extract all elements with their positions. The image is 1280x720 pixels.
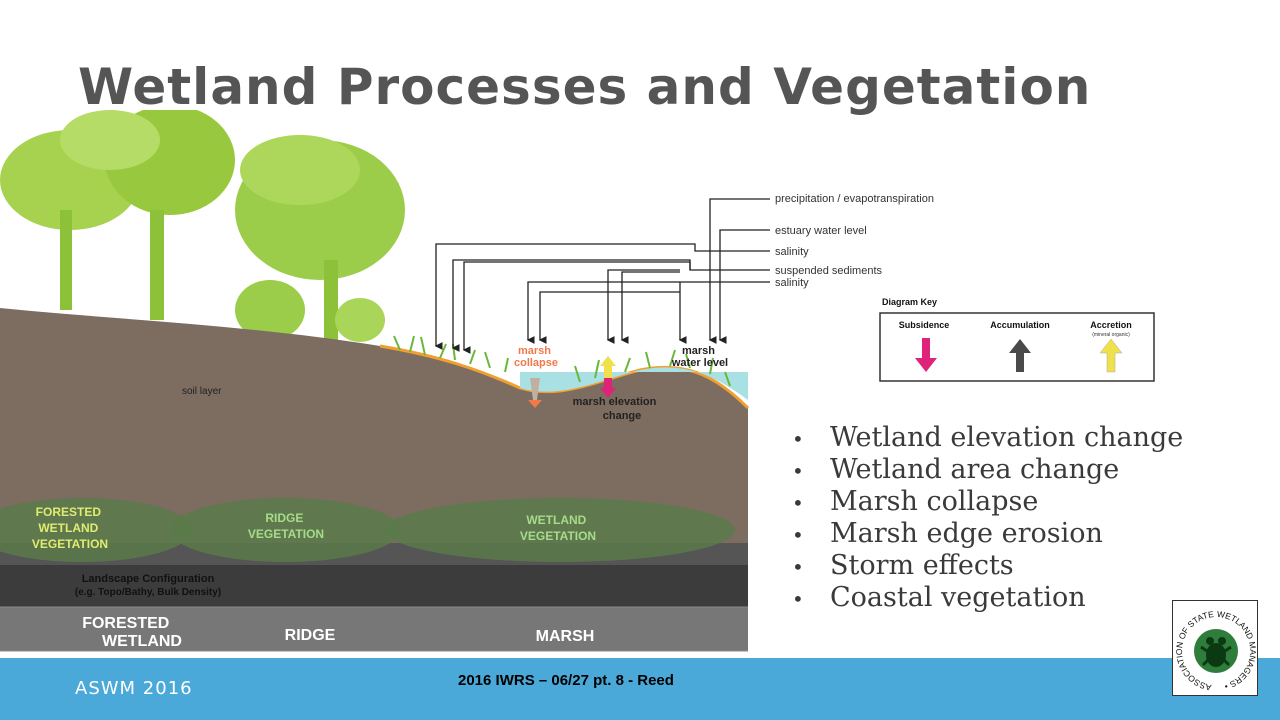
bullet-item: • Coastal vegetation: [792, 582, 1183, 614]
veg-zone-wetland: WETLAND VEGETATION: [520, 513, 596, 543]
bullet-dot: •: [792, 555, 804, 579]
key-accretion-label: Accretion: [1090, 320, 1132, 330]
soil-layer-label: soil layer: [182, 386, 222, 397]
accumulation-arrow-icon: [1009, 339, 1031, 372]
marsh-elevation-word: marsh elevation: [573, 396, 657, 408]
bullet-dot: •: [792, 491, 804, 515]
marsh-elevation-label: marsh elevation change: [573, 396, 660, 422]
veg-zone-forested: FORESTED WETLAND VEGETATION: [32, 505, 108, 551]
zone-marsh-label: MARSH: [536, 628, 595, 645]
zone-word: FORESTED: [82, 615, 169, 632]
input-label: salinity: [775, 277, 809, 289]
wetland-diagram: precipitation / evapotranspiration estua…: [0, 110, 1155, 652]
key-subsidence-label: Subsidence: [899, 320, 950, 330]
marsh-water-level-word: water level: [671, 357, 728, 369]
bullet-text: Wetland elevation change: [830, 422, 1184, 453]
bullet-dot: •: [792, 459, 804, 483]
footer-bar: ASWM 2016 2016 IWRS – 06/27 pt. 8 - Reed: [0, 658, 1280, 720]
zone-ridge-label: RIDGE: [285, 627, 336, 644]
bullet-dot: •: [792, 587, 804, 611]
bullet-item: • Marsh collapse: [792, 486, 1183, 518]
veg-zone-word: FORESTED: [36, 505, 102, 519]
diagram-key: Diagram Key Subsidence Accumulation Accr…: [879, 297, 1155, 382]
bullet-text: Coastal vegetation: [830, 582, 1086, 613]
footer-center-text: 2016 IWRS – 06/27 pt. 8 - Reed: [458, 672, 674, 689]
bullet-text: Wetland area change: [830, 454, 1120, 485]
input-arrows: [434, 198, 770, 354]
veg-zone-word: WETLAND: [38, 521, 98, 535]
bullet-item: • Marsh edge erosion: [792, 518, 1183, 550]
bullet-item: • Wetland elevation change: [792, 422, 1183, 454]
veg-zone-word: WETLAND: [526, 513, 586, 527]
bullet-dot: •: [792, 427, 804, 451]
veg-zone-word: RIDGE: [265, 511, 303, 525]
bullet-item: • Storm effects: [792, 550, 1183, 582]
marsh-collapse-label: marsh collapse: [514, 345, 558, 369]
input-label: precipitation / evapotranspiration: [775, 193, 934, 205]
subsidence-arrow-icon: [915, 338, 937, 372]
bullet-item: • Wetland area change: [792, 454, 1183, 486]
slide-title: Wetland Processes and Vegetation: [78, 58, 1092, 116]
landscape-config-label: Landscape Configuration: [82, 573, 215, 585]
key-accretion-note: (mineral organic): [1092, 332, 1130, 338]
bullet-text: Marsh edge erosion: [830, 518, 1103, 549]
bullet-list: • Wetland elevation change • Wetland area …: [792, 422, 1183, 614]
veg-zone-word: VEGETATION: [520, 529, 596, 543]
veg-zone-word: VEGETATION: [32, 537, 108, 551]
footer-left-text: ASWM 2016: [75, 678, 193, 699]
veg-zone-word: VEGETATION: [248, 527, 324, 541]
key-accumulation-label: Accumulation: [990, 320, 1050, 330]
zone-forested-label: FORESTED WETLAND: [82, 615, 182, 650]
tree-group: [0, 110, 405, 342]
bullet-dot: •: [792, 523, 804, 547]
bullet-text: Marsh collapse: [830, 486, 1039, 517]
input-labels: precipitation / evapotranspiration estua…: [775, 193, 934, 289]
marsh-collapse-word: marsh: [518, 345, 551, 357]
input-label: salinity: [775, 246, 809, 258]
aswm-logo: ASSOCIATION OF STATE WETLAND MANAGERS •: [1172, 600, 1258, 696]
landscape-config-sublabel: (e.g. Topo/Bathy, Bulk Density): [75, 587, 221, 598]
marsh-water-level-word: marsh: [682, 345, 715, 357]
input-label: suspended sediments: [775, 265, 883, 277]
zone-word: WETLAND: [102, 633, 182, 650]
key-title: Diagram Key: [882, 297, 937, 307]
accretion-arrow-icon: [1099, 338, 1123, 373]
marsh-elevation-word: change: [603, 410, 642, 422]
veg-zone-ridge: RIDGE VEGETATION: [248, 511, 324, 541]
vegetation-zones: [0, 498, 735, 562]
bullet-text: Storm effects: [830, 550, 1014, 581]
input-label: estuary water level: [775, 225, 867, 237]
marsh-water-level-label: marsh water level: [671, 345, 728, 369]
marsh-collapse-word: collapse: [514, 357, 558, 369]
